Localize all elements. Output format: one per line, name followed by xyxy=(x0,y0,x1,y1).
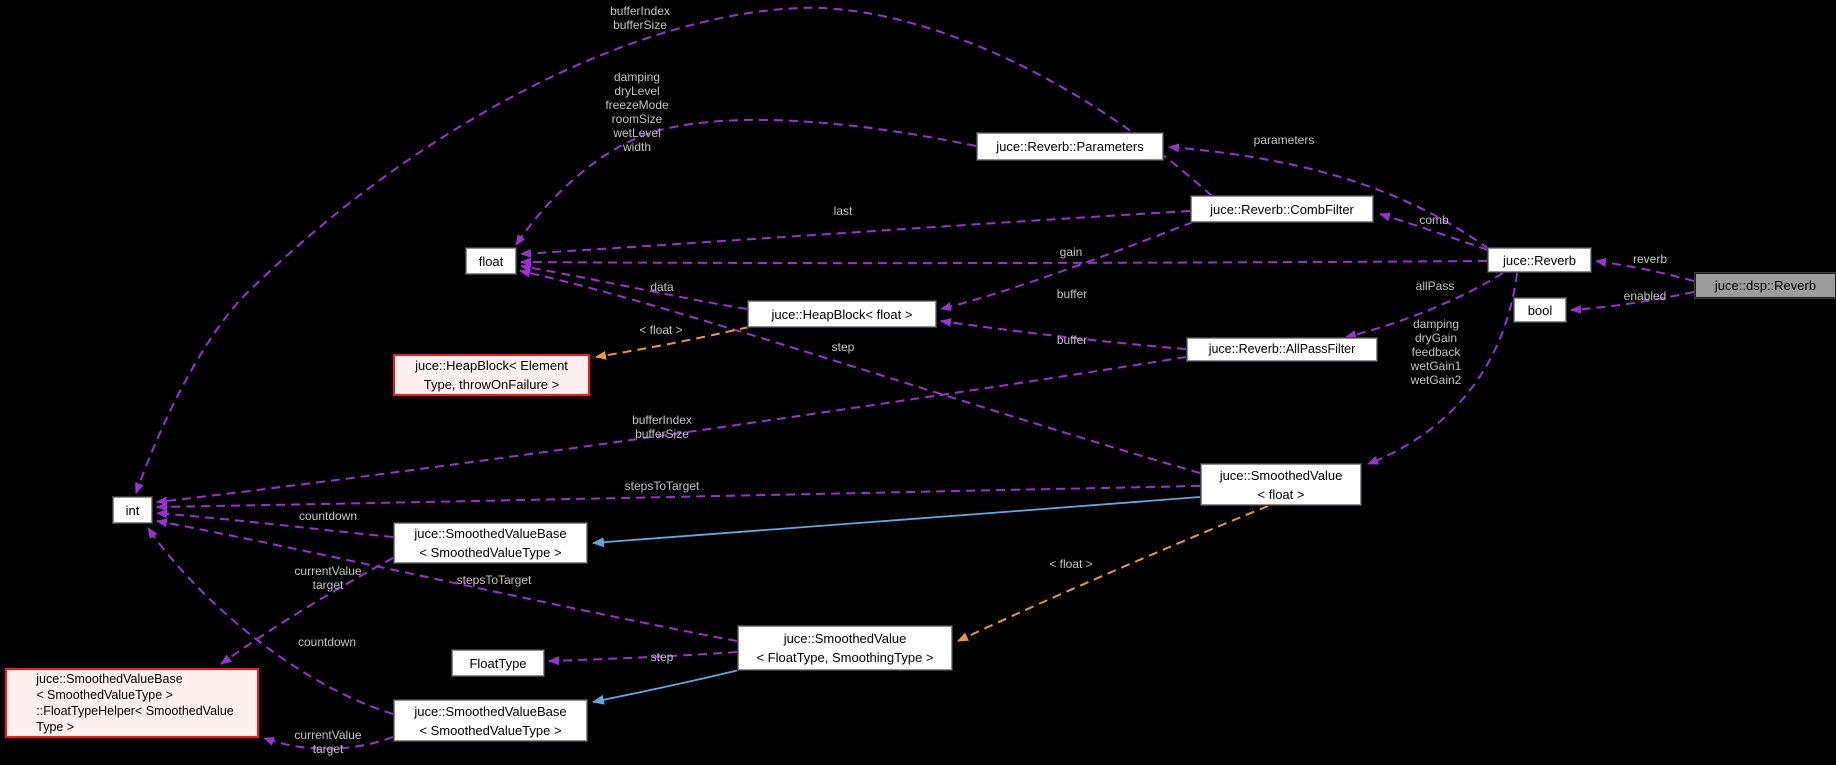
edge-svb2-int-countdown xyxy=(147,527,394,715)
node-floattypehelper[interactable]: juce::SmoothedValueBase < SmoothedValueT… xyxy=(5,668,259,738)
edge-smoothedvaluefloat-svb1-inherit xyxy=(592,496,1201,548)
edge-reverb-allpassfilter xyxy=(1345,272,1504,340)
edge-template-floattype-step xyxy=(548,651,738,666)
edge-reverb-combfilter xyxy=(1379,212,1489,251)
edge-svb2-floattypehelper xyxy=(263,736,394,750)
node-smoothedvalue-template[interactable]: juce::SmoothedValue < FloatType, Smoothi… xyxy=(738,626,952,670)
edge-dspreverb-reverb xyxy=(1595,257,1695,282)
edge-template-svb2-inherit xyxy=(592,669,740,705)
node-reverb-parameters[interactable]: juce::Reverb::Parameters xyxy=(977,133,1163,160)
edge-smoothedvalue-float-step xyxy=(519,268,1201,474)
edge-combfilter-int-bufferindex xyxy=(135,6,1213,494)
edge-smoothedvalue-int-stepstotarget xyxy=(156,485,1201,512)
edge-heapblockfloat-heapblocktemplate xyxy=(595,326,750,360)
node-bool[interactable]: bool xyxy=(1514,298,1566,322)
node-reverb[interactable]: juce::Reverb xyxy=(1488,248,1591,272)
node-smoothedvaluebase-1[interactable]: juce::SmoothedValueBase < SmoothedValueT… xyxy=(394,523,587,563)
node-int[interactable]: int xyxy=(113,497,152,523)
edge-combfilter-float-last xyxy=(520,210,1191,258)
edge-svb1-int-countdown xyxy=(156,509,394,538)
node-reverb-allpassfilter[interactable]: juce::Reverb::AllPassFilter xyxy=(1187,338,1377,361)
edge-smoothedvaluefloat-template xyxy=(957,505,1269,642)
edge-dspreverb-bool-enabled xyxy=(1570,291,1695,314)
node-floattype[interactable]: FloatType xyxy=(452,650,544,676)
node-heapblock-float[interactable]: juce::HeapBlock< float > xyxy=(748,301,936,327)
edge-reverb-smoothedvalue xyxy=(1367,272,1518,465)
node-smoothedvaluebase-2[interactable]: juce::SmoothedValueBase < SmoothedValueT… xyxy=(394,700,587,741)
edge-allpassfilter-int-bufferindex xyxy=(156,356,1187,506)
node-reverb-combfilter[interactable]: juce::Reverb::CombFilter xyxy=(1191,196,1373,222)
node-smoothedvalue-float[interactable]: juce::SmoothedValue < float > xyxy=(1201,464,1361,505)
edge-reverb-float-gain xyxy=(520,257,1488,267)
edge-reverb-parameters xyxy=(1168,143,1490,250)
edge-combfilter-heapblock-buffer xyxy=(940,221,1194,311)
edge-template-int-stepstotarget xyxy=(156,518,738,642)
edge-allpassfilter-heapblock-buffer xyxy=(940,317,1187,350)
edge-heapblock-float-data xyxy=(520,263,748,310)
edge-svb1-floattypehelper xyxy=(220,557,394,665)
node-heapblock-elementtype[interactable]: juce::HeapBlock< Element Type, throwOnFa… xyxy=(393,354,590,396)
node-float[interactable]: float xyxy=(466,248,516,274)
edge-parameters-float xyxy=(515,118,977,246)
node-dsp-reverb: juce::dsp::Reverb xyxy=(1695,273,1836,298)
